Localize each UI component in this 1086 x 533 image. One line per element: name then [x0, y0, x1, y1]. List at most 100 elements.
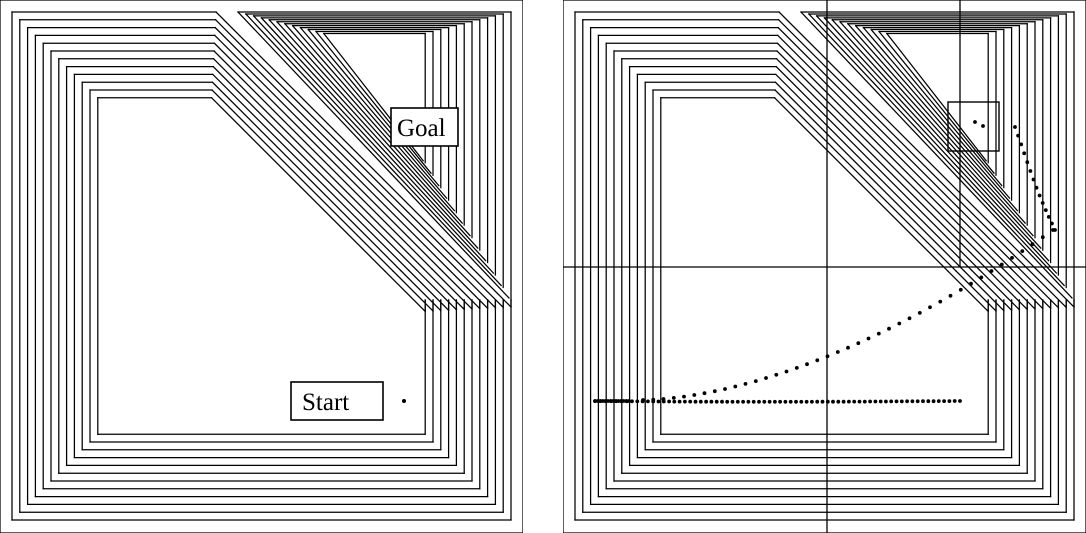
maze-wall-segment: [1001, 267, 1044, 310]
maze-wall-segment: [211, 73, 410, 272]
maze-wall-segment: [774, 81, 965, 272]
maze-wall-segment: [213, 34, 449, 270]
trajectory-dot: [774, 372, 779, 377]
trajectory-dot: [762, 399, 767, 404]
trajectory-dot: [926, 399, 931, 404]
maze-wall-segment: [1025, 266, 1068, 309]
trajectory-dot: [603, 399, 608, 403]
trajectory-dot: [709, 399, 714, 404]
maze-wall-segment: [407, 269, 450, 312]
trajectory-dot: [1020, 249, 1025, 254]
maze-wall-segment: [962, 269, 1005, 312]
trajectory-dot: [910, 399, 915, 404]
trajectory-dot: [598, 399, 603, 403]
trajectory-dot: [635, 399, 640, 404]
trajectory-dot: [905, 399, 909, 404]
trajectory-dot: [616, 399, 621, 403]
trajectory-dot: [741, 399, 745, 404]
maze-wall-segment: [878, 30, 995, 175]
trajectory-dot: [1053, 228, 1057, 232]
maze-wall-segment: [438, 267, 481, 310]
maze-wall-segment: [214, 18, 465, 269]
trajectory-dot: [989, 269, 994, 273]
maze-wall-segment: [211, 89, 394, 272]
trajectory-dot: [825, 354, 830, 359]
maze-wall-segment: [986, 268, 1029, 311]
maze-wall-segment: [777, 18, 1028, 269]
maze-wall-segment: [384, 270, 427, 313]
maze-wall-segment: [774, 89, 957, 272]
trajectory-dot: [606, 399, 610, 403]
trajectory-dot: [897, 321, 902, 326]
trajectory-dot: [794, 366, 799, 370]
trajectory-dot: [815, 358, 820, 363]
maze-wall-segment: [210, 96, 387, 273]
trajectory-dot: [969, 281, 973, 286]
trajectory-dot: [917, 311, 922, 315]
trajectory-dot: [784, 369, 789, 374]
trajectory-dot: [825, 399, 830, 404]
subdivision-lines: [563, 0, 1086, 533]
trajectory-dot: [938, 299, 943, 304]
trajectory-dot: [931, 399, 936, 404]
maze-wall-segment: [839, 20, 1034, 237]
maze-wall-segment: [776, 50, 996, 270]
trajectory-dot: [952, 399, 957, 403]
left-maze-diagram: Goal Start: [0, 0, 523, 533]
trajectory-dot: [764, 376, 768, 380]
maze-wall-segment: [955, 270, 997, 312]
trajectory-dot: [999, 262, 1004, 267]
trajectory-dot: [1031, 177, 1036, 182]
trajectory-dot: [788, 399, 793, 404]
trajectory-dot: [626, 399, 631, 403]
trajectory-dot: [624, 399, 629, 403]
trajectory-dot: [743, 382, 748, 386]
trajectory-dot: [702, 391, 707, 396]
maze-walls: [563, 0, 1086, 533]
trajectory-dot: [958, 287, 963, 292]
trajectory-dot: [1025, 160, 1030, 165]
right-maze-panel: [563, 0, 1086, 533]
maze-wall-segment: [212, 57, 426, 271]
trajectory-dot: [661, 397, 666, 401]
maze-wall-segment: [776, 42, 1004, 270]
trajectory-dot: [651, 397, 656, 402]
start-label: Start: [290, 381, 384, 421]
trajectory-dot: [958, 399, 962, 403]
trajectory-dot: [889, 399, 894, 404]
maze-wall-segment: [291, 24, 456, 212]
maze-wall-segment: [885, 32, 988, 162]
trajectory-dot: [767, 399, 772, 404]
maze-wall-segment: [446, 267, 489, 310]
trajectory-dot: [1040, 235, 1045, 240]
trajectory-dot: [757, 399, 761, 404]
maze-wall-segment: [994, 268, 1036, 310]
trajectory-dot: [820, 399, 825, 404]
maze-wall-segment: [299, 26, 448, 200]
maze-wall-segment: [773, 96, 950, 273]
trajectory-dot: [835, 350, 840, 354]
trajectory-dot: [947, 399, 952, 403]
trajectory-dot: [1030, 242, 1035, 247]
maze-wall-segment: [862, 26, 1011, 200]
trajectory-dot: [1010, 256, 1014, 260]
goal-region-box: [947, 101, 1000, 152]
maze-wall-segment: [831, 18, 1042, 249]
trajectory-dot: [981, 124, 985, 128]
maze-wall-segment: [1009, 267, 1052, 310]
maze-wall-segment: [870, 28, 1003, 187]
trajectory-dot: [611, 399, 616, 403]
goal-label: Goal: [390, 107, 459, 147]
trajectory-dot: [600, 399, 605, 403]
trajectory-dot: [979, 275, 984, 280]
trajectory-dot: [704, 399, 708, 404]
trajectory-dot: [1046, 215, 1051, 219]
maze-wall-segment: [815, 15, 1058, 274]
trajectory-dot: [778, 399, 782, 404]
maze-wall-segment: [415, 268, 458, 311]
maze-wall-segment: [211, 81, 402, 272]
trajectory-dot: [646, 399, 650, 404]
maze-wall-segment: [214, 26, 457, 269]
trajectory-dot: [1043, 208, 1048, 213]
trajectory-dot: [873, 399, 878, 404]
